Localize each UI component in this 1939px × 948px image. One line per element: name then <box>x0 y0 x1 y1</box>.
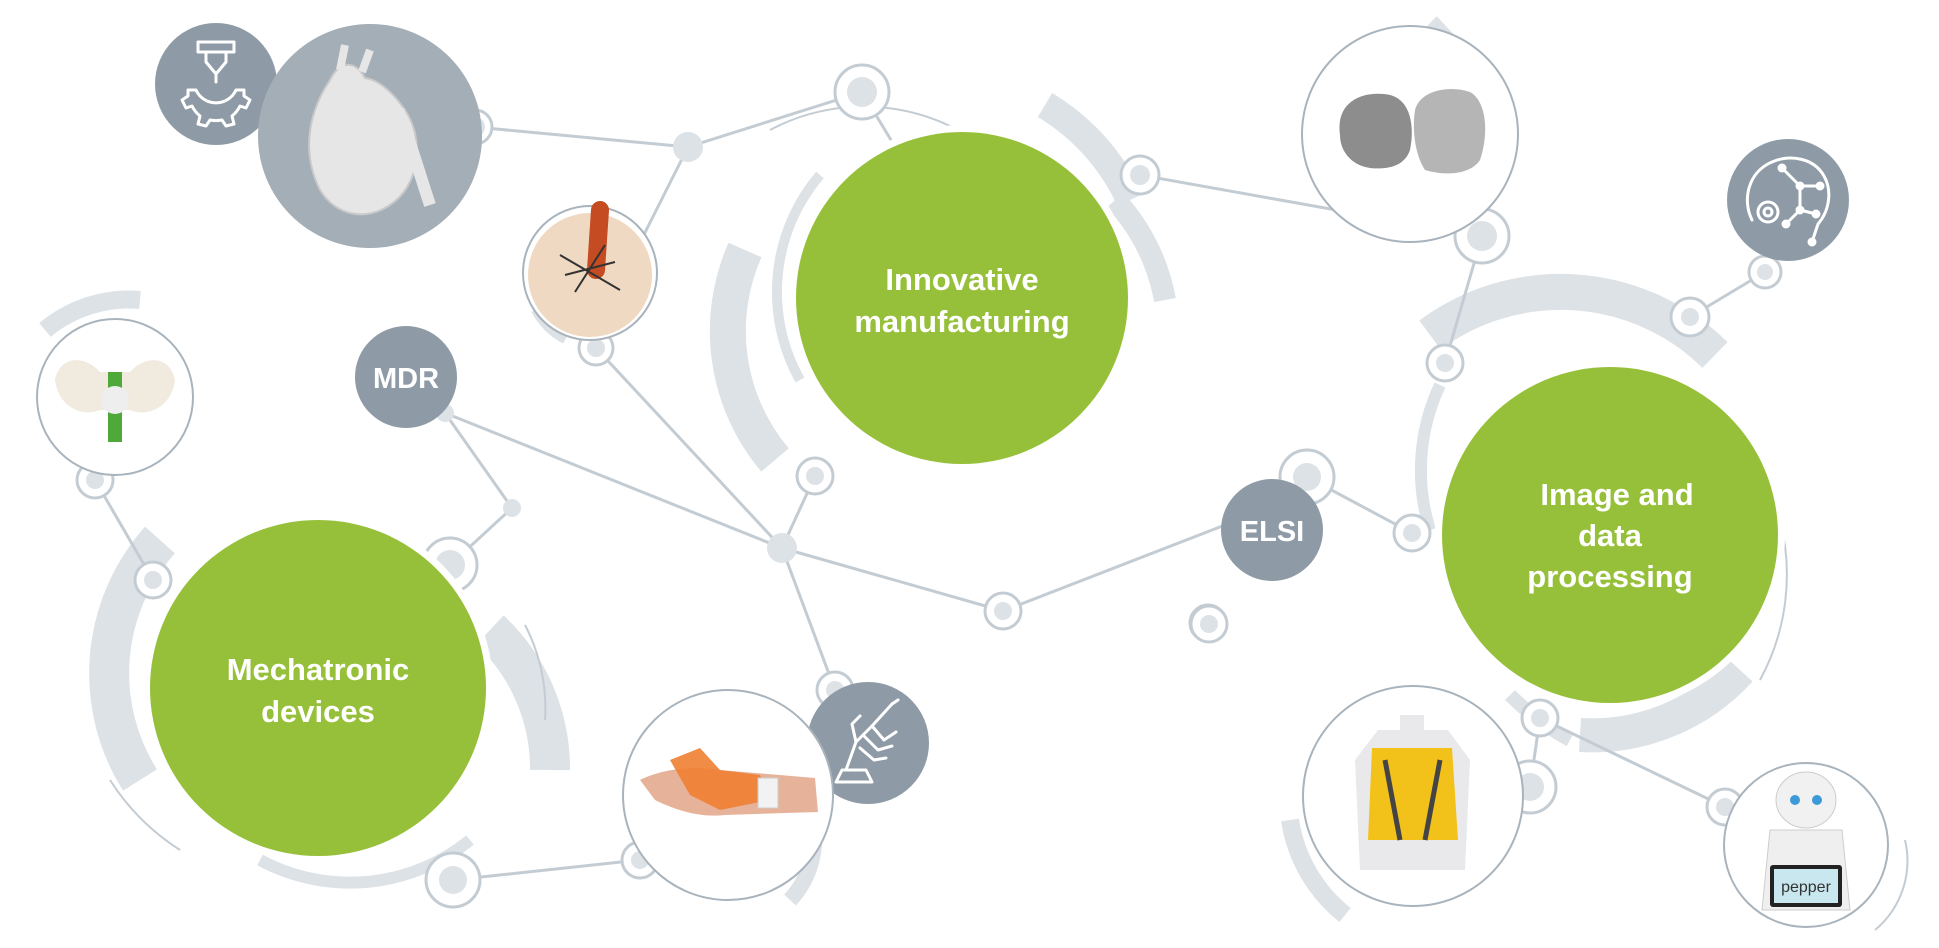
tag-mdr: MDR <box>355 326 457 428</box>
hub-label-line-2: data <box>1578 518 1643 553</box>
hub-label-line-1: Mechatronic <box>227 652 410 687</box>
heart-model-photo <box>258 24 482 248</box>
hub-innovative-manufacturing: Innovative manufacturing <box>789 125 1135 471</box>
extra-node <box>1189 604 1229 644</box>
pelvis-implant-photo <box>36 318 194 476</box>
skin-sensor-photo <box>522 201 658 341</box>
hub-label-line-2: manufacturing <box>854 304 1069 339</box>
hand-orthosis-photo <box>622 689 834 901</box>
hub-label-line-3: processing <box>1527 559 1692 594</box>
skull-face-photo <box>1301 25 1519 243</box>
pepper-screen-label: pepper <box>1781 879 1831 896</box>
pepper-robot-photo: pepper <box>1723 762 1889 928</box>
robotic-hand-icon <box>807 682 929 804</box>
3d-printer-gear-icon <box>155 23 277 145</box>
tag-mdr-label: MDR <box>373 363 439 395</box>
hub-label-line-1: Innovative <box>885 262 1038 297</box>
vest-device-photo <box>1302 685 1524 907</box>
hub-mechatronic-devices: Mechatronic devices <box>143 513 493 863</box>
tag-elsi: ELSI <box>1221 479 1323 581</box>
ai-brain-gear-icon <box>1727 139 1849 261</box>
hub-label-line-2: devices <box>261 694 375 729</box>
tag-elsi-label: ELSI <box>1240 516 1304 548</box>
hub-label-line-1: Image and <box>1540 477 1693 512</box>
hub-image-data-processing: Image and data processing <box>1435 360 1785 710</box>
